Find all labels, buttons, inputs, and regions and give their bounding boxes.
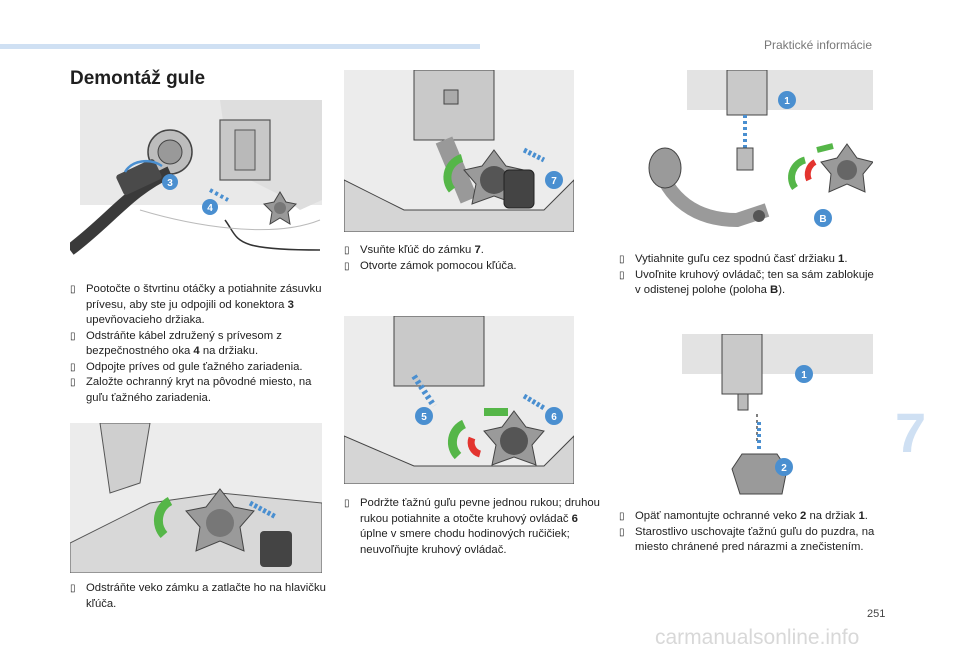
illustration-refit-cover: 1 2 [662, 334, 873, 498]
chapter-number: 7 [895, 401, 927, 464]
illustration-label: 1 [784, 96, 790, 107]
section-title: Praktické informácie [763, 38, 872, 52]
steps-col2-top: ▯Vsuňte kľúč do zámku 7. ▯Otvorte zámok … [344, 243, 589, 274]
step-item: ▯Založte ochranný kryt na pôvodné miesto… [70, 376, 312, 404]
illustration-label: 5 [421, 412, 427, 423]
header-band [0, 44, 480, 49]
illustration-label: 6 [551, 412, 557, 423]
steps-col3-top: ▯Vytiahnite guľu cez spodnú časť držiaku… [619, 252, 881, 299]
step-item: ▯Podržte ťažnú guľu pevne jednou rukou; … [344, 497, 600, 556]
step-item: ▯Starostlivo uschovajte ťažnú guľu do pu… [619, 525, 875, 554]
step-item: ▯Pootočte o štvrtinu otáčky a potiahnite… [70, 283, 322, 326]
illustration-rotate-knob: 5 6 [344, 316, 574, 484]
step-item: ▯Odpojte príves od gule ťažného zariaden… [70, 360, 303, 373]
illustration-label: 3 [167, 178, 173, 189]
illustration-label: 2 [781, 463, 787, 474]
illustration-label: 4 [207, 203, 213, 214]
steps-col1-top: ▯Pootočte o štvrtinu otáčky a potiahnite… [70, 282, 328, 406]
step-item: ▯Uvoľnite kruhový ovládač; ten sa sám za… [619, 268, 874, 297]
step-item: ▯Vsuňte kľúč do zámku 7. [344, 244, 484, 256]
watermark: carmanualsonline.info [655, 626, 860, 649]
steps-col1-bottom: ▯Odstráňte veko zámku a zatlačte ho na h… [70, 581, 328, 612]
illustration-label: 7 [551, 176, 557, 187]
page-title: Demontáž gule [70, 68, 206, 89]
step-item: ▯Odstráňte kábel združený s prívesom z b… [70, 329, 282, 358]
illustration-disconnect-socket: 3 4 [70, 100, 322, 272]
illustration-insert-key: 7 [344, 70, 574, 232]
illustration-label: 1 [801, 370, 807, 381]
illustration-label: B [819, 214, 826, 225]
page-number: 251 [867, 608, 886, 620]
step-item: ▯Opäť namontujte ochranné veko 2 na drži… [619, 510, 868, 522]
step-item: ▯Odstráňte veko zámku a zatlačte ho na h… [70, 582, 326, 610]
illustration-lock-cover [70, 423, 322, 573]
step-item: ▯Otvorte zámok pomocou kľúča. [344, 259, 517, 272]
steps-col2-bottom: ▯Podržte ťažnú guľu pevne jednou rukou; … [344, 496, 606, 558]
step-item: ▯Vytiahnite guľu cez spodnú časť držiaku… [619, 253, 848, 265]
illustration-remove-ball: 1 B [617, 70, 873, 232]
steps-col3-bottom: ▯Opäť namontujte ochranné veko 2 na drži… [619, 509, 881, 556]
